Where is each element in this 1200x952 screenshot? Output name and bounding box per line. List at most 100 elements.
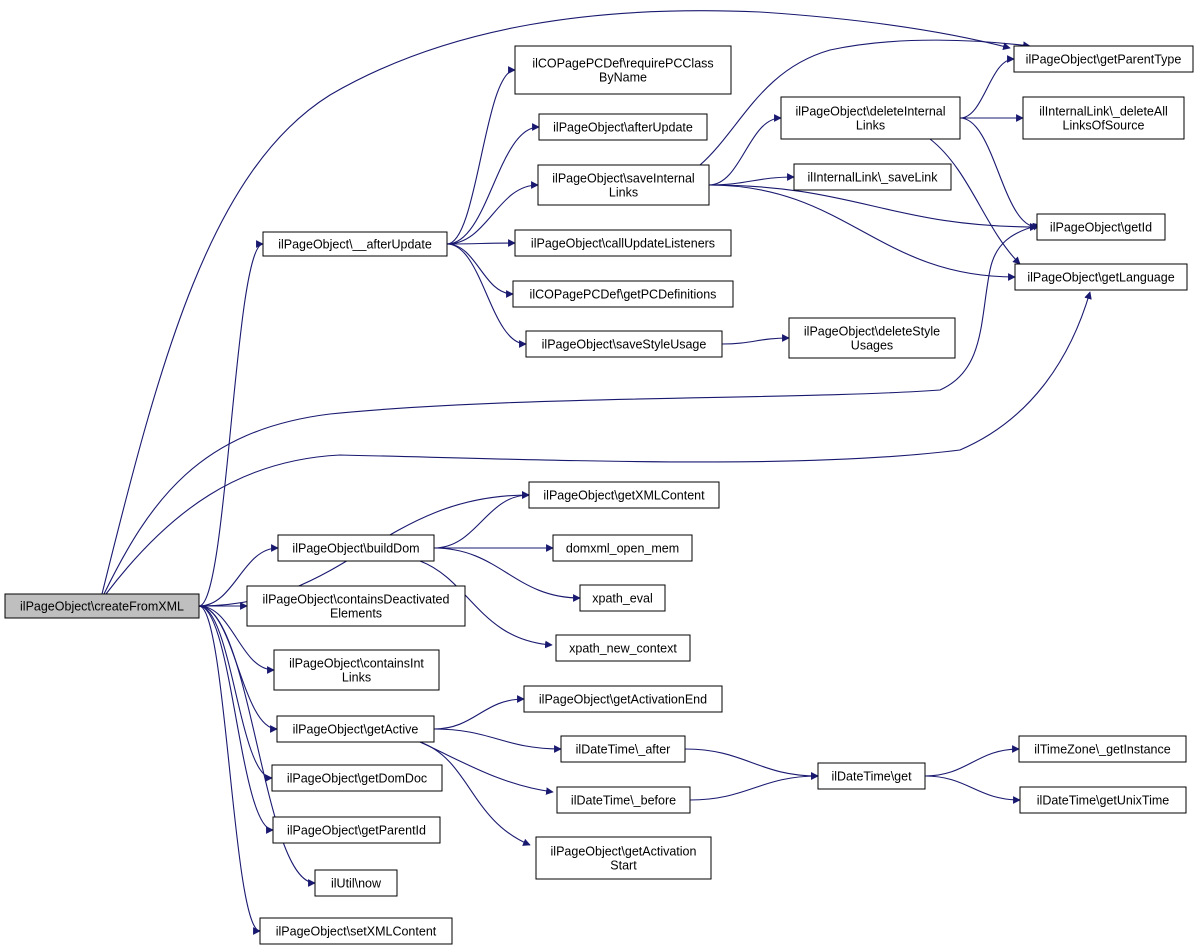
edge-deleteInternal-to-getLanguage [929, 138, 1021, 265]
node-dtUnix[interactable]: ilDateTime\getUnixTime [1019, 786, 1187, 814]
node-saveStyle[interactable]: ilPageObject\saveStyleUsage [525, 330, 723, 358]
node-box[interactable] [552, 534, 693, 562]
node-box[interactable] [788, 317, 956, 359]
edges-layer [101, 10, 1092, 935]
node-getId[interactable]: ilPageObject\getId [1036, 213, 1166, 241]
edge-root-to-getDomDoc [198, 605, 273, 782]
node-label: ilCOPagePCDef\requirePCClass [532, 57, 713, 71]
node-getActEnd[interactable]: ilPageObject\getActivationEnd [523, 685, 723, 713]
node-setXML[interactable]: ilPageObject\setXMLContent [259, 917, 453, 945]
node-label: ilDateTime\_after [576, 743, 671, 757]
node-label: ilDateTime\getUnixTime [1037, 794, 1169, 808]
node-buildDom[interactable]: ilPageObject\buildDom [277, 534, 435, 562]
node-box[interactable] [538, 113, 708, 141]
node-root[interactable]: ilPageObject\createFromXML [4, 593, 200, 619]
node-utilNow[interactable]: ilUtil\now [314, 869, 398, 897]
node-box[interactable] [314, 869, 398, 897]
edge-saveInternal-to-deleteInternal [708, 114, 782, 186]
node-label: ilDateTime\get [831, 770, 912, 784]
nodes-layer: ilPageObject\createFromXML ilPageObject\_… [4, 45, 1194, 945]
node-label: ilTimeZone\_getInstance [1034, 743, 1170, 757]
node-xpathNew[interactable]: xpath_new_context [555, 634, 691, 662]
node-box[interactable] [271, 764, 443, 792]
node-xpathEval[interactable]: xpath_eval [579, 584, 666, 612]
node-label: Links [609, 186, 638, 200]
node-box[interactable] [4, 593, 200, 619]
edge-getActive-to-getActStart [419, 741, 531, 846]
node-label: ilCOPagePCDef\getPCDefinitions [530, 288, 717, 302]
node-box[interactable] [273, 649, 440, 691]
node-label: ilDateTime\_before [571, 794, 676, 808]
node-box[interactable] [1018, 735, 1187, 763]
node-box[interactable] [579, 584, 666, 612]
node-getParentType[interactable]: ilPageObject\getParentType [1013, 45, 1194, 73]
node-tzGetInstance[interactable]: ilTimeZone\_getInstance [1018, 735, 1187, 763]
node-getXMLContent[interactable]: ilPageObject\getXMLContent [528, 481, 720, 509]
node-getLanguage[interactable]: ilPageObject\getLanguage [1014, 263, 1188, 291]
node-label: ilPageObject\setXMLContent [276, 925, 437, 939]
node-label: ilPageObject\containsInt [289, 657, 424, 671]
node-dtGet[interactable]: ilDateTime\get [817, 762, 926, 790]
node-label: Usages [851, 339, 893, 353]
node-getPCDefs[interactable]: ilCOPagePCDef\getPCDefinitions [512, 280, 734, 308]
edge-root-to-getLanguage [105, 291, 1092, 595]
node-box[interactable] [1022, 96, 1185, 140]
node-box[interactable] [793, 163, 952, 191]
node-box[interactable] [272, 816, 441, 844]
node-callUpdate[interactable]: ilPageObject\callUpdateListeners [514, 229, 732, 257]
node-box[interactable] [1013, 45, 1194, 73]
node-dtAfter[interactable]: ilDateTime\_after [560, 735, 686, 763]
edge-root-to-buildDom [198, 544, 279, 607]
node-box[interactable] [556, 786, 691, 814]
edge-root-to-afterUpdate [198, 240, 264, 607]
node-label: ilPageObject\saveInternal [552, 172, 694, 186]
node-box[interactable] [276, 715, 435, 743]
node-label: ilPageObject\getParentId [287, 824, 426, 838]
node-getParentId[interactable]: ilPageObject\getParentId [272, 816, 441, 844]
node-box[interactable] [817, 762, 926, 790]
node-box[interactable] [277, 534, 435, 562]
node-label: Elements [330, 607, 382, 621]
node-box[interactable] [555, 634, 691, 662]
node-box[interactable] [514, 45, 732, 95]
node-box[interactable] [535, 836, 712, 880]
node-box[interactable] [523, 685, 723, 713]
node-box[interactable] [512, 280, 734, 308]
node-label: ilPageObject\getDomDoc [287, 772, 427, 786]
node-getActive[interactable]: ilPageObject\getActive [276, 715, 435, 743]
edge-afterUpdate-to-saveStyle [446, 243, 527, 348]
node-box[interactable] [1019, 786, 1187, 814]
edge-afterUpdate-to-saveInternal [446, 181, 539, 245]
node-label: ilPageObject\callUpdateListeners [531, 237, 715, 251]
node-label: ilInternalLink\_saveLink [808, 171, 939, 185]
node-box[interactable] [246, 585, 466, 627]
node-afterUpdate[interactable]: ilPageObject\__afterUpdate [262, 231, 448, 257]
node-afterUpdatePub[interactable]: ilPageObject\afterUpdate [538, 113, 708, 141]
node-dtBefore[interactable]: ilDateTime\_before [556, 786, 691, 814]
node-box[interactable] [514, 229, 732, 257]
edge-root-to-getParentType [101, 10, 1011, 595]
node-box[interactable] [1036, 213, 1166, 241]
node-box[interactable] [259, 917, 453, 945]
node-domxmlOpen[interactable]: domxml_open_mem [552, 534, 693, 562]
node-box[interactable] [780, 96, 961, 140]
node-box[interactable] [528, 481, 720, 509]
node-box[interactable] [537, 164, 710, 206]
node-box[interactable] [560, 735, 686, 763]
node-getDomDoc[interactable]: ilPageObject\getDomDoc [271, 764, 443, 792]
node-box[interactable] [262, 231, 448, 257]
node-box[interactable] [525, 330, 723, 358]
node-label: Links [342, 671, 371, 685]
node-box[interactable] [1014, 263, 1188, 291]
node-label: ilPageObject\buildDom [292, 542, 419, 556]
node-label: ByName [599, 71, 647, 85]
node-ilSaveLink[interactable]: ilInternalLink\_saveLink [793, 163, 952, 191]
